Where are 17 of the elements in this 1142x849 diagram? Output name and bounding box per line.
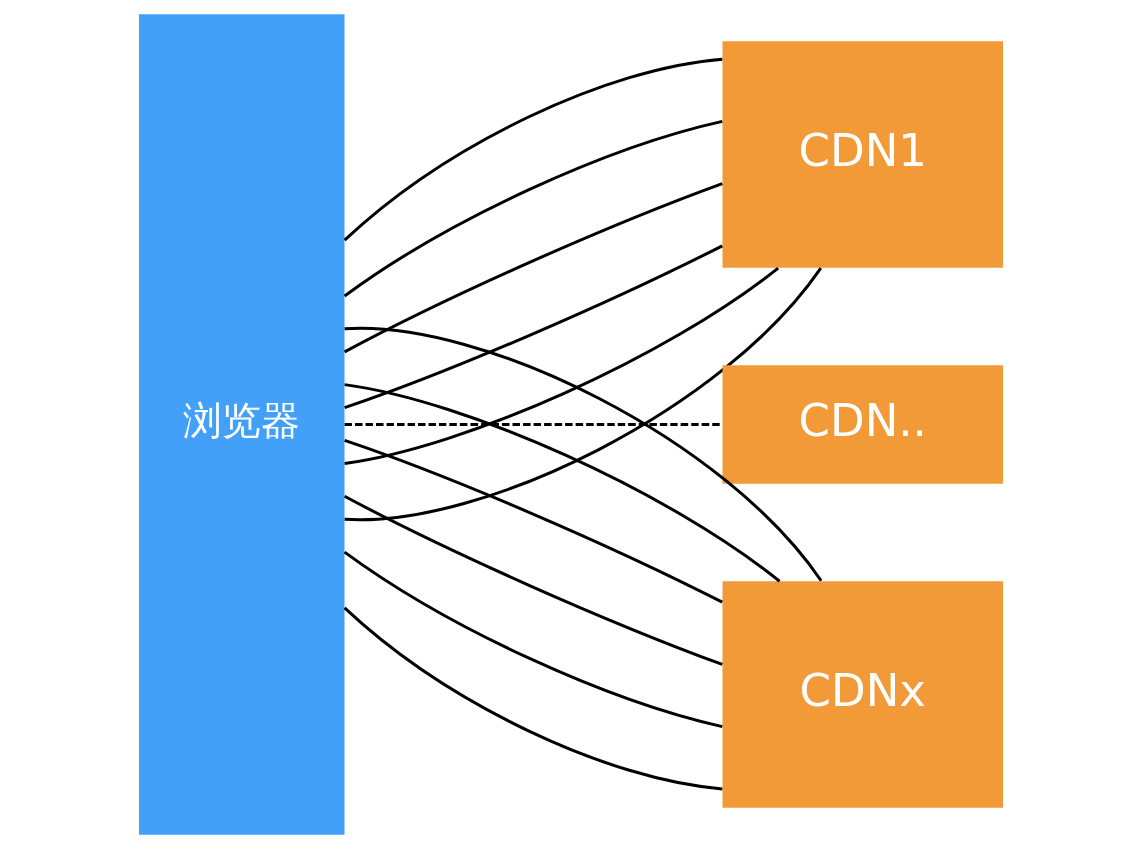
- connector: [344, 267, 822, 521]
- node-box: 浏览器: [139, 14, 345, 835]
- connector: [343, 119, 723, 298]
- connector: [344, 266, 780, 465]
- connector: [344, 423, 723, 426]
- connector: [344, 244, 723, 410]
- connector: [343, 606, 723, 791]
- connector: [344, 383, 781, 583]
- connector: [344, 439, 723, 604]
- node-box: CDNx: [722, 581, 1003, 808]
- node-box: CDN..: [722, 365, 1003, 484]
- connector: [343, 57, 723, 242]
- connector: [344, 327, 823, 582]
- connector: [343, 494, 723, 666]
- connector: [343, 182, 723, 354]
- node-box: CDN1: [722, 41, 1003, 268]
- connector: [343, 550, 723, 729]
